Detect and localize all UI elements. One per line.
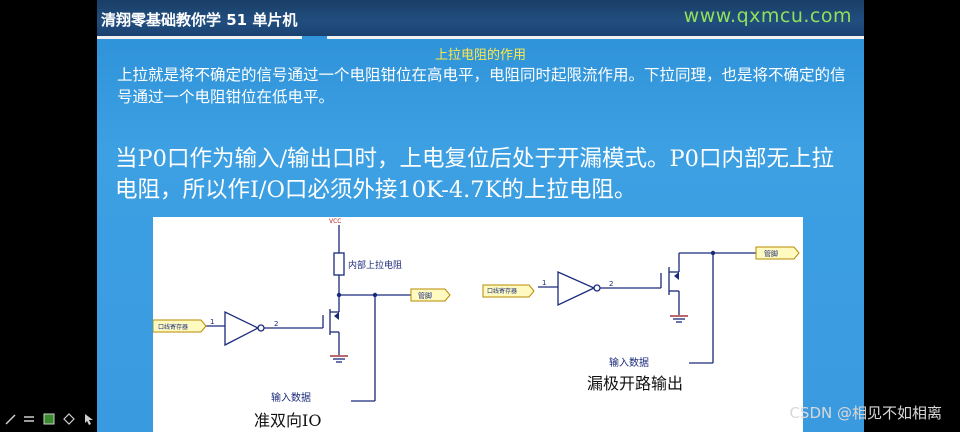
pin-tag-left: 管脚: [418, 291, 432, 300]
title-bar: 清翔零基础教你学 51 单片机 www.qxmcu.com: [97, 0, 864, 36]
vcc-label: VCC: [329, 218, 341, 225]
pin1-left: 1: [210, 318, 214, 326]
pen-icon[interactable]: [4, 412, 18, 426]
divider: [327, 36, 864, 39]
slide: 清翔零基础教你学 51 单片机 www.qxmcu.com 上拉电阻的作用 上拉…: [97, 0, 864, 432]
resistor-label: 内部上拉电阻: [348, 259, 402, 271]
circuit-panel: VCC 内部上拉电阻 口线寄存器 1 2 管脚 输入数据 准双向IO 口线寄存器…: [153, 217, 803, 432]
course-title: 清翔零基础教你学 51 单片机: [101, 11, 298, 29]
caption-left: 准双向IO: [254, 411, 321, 430]
pointer-icon[interactable]: [82, 412, 96, 426]
p0-description: 当P0口作为输入/输出口时，上电复位后处于开漏模式。P0口内部无上拉电阻，所以作…: [115, 146, 834, 203]
pin-tag-right: 管脚: [764, 249, 778, 258]
circuit-diagram: VCC 内部上拉电阻 口线寄存器 1 2 管脚 输入数据 准双向IO 口线寄存器…: [153, 218, 800, 430]
latch-tag-right: 口线寄存器: [487, 287, 517, 295]
pin2-left: 2: [274, 320, 278, 328]
input-data-left: 输入数据: [271, 391, 311, 404]
latch-tag-left: 口线寄存器: [158, 323, 188, 331]
caption-right: 漏极开路输出: [587, 374, 683, 393]
eraser-icon[interactable]: [62, 412, 76, 426]
site-url[interactable]: www.qxmcu.com: [683, 5, 852, 27]
pin1-right: 1: [542, 279, 546, 287]
input-data-right: 输入数据: [609, 356, 649, 369]
divider: [97, 36, 302, 39]
highlighter-icon[interactable]: [42, 412, 56, 426]
watermark: CSDN @相见不如相离: [789, 404, 942, 422]
menu-icon[interactable]: [22, 412, 36, 426]
presenter-toolbar: [4, 412, 104, 428]
slide-heading: 上拉电阻的作用: [434, 48, 526, 63]
pullup-description: 上拉就是将不确定的信号通过一个电阻钳位在高电平，电阻同时起限流作用。下拉同理，也…: [117, 66, 846, 106]
pin2-right: 2: [609, 280, 613, 288]
